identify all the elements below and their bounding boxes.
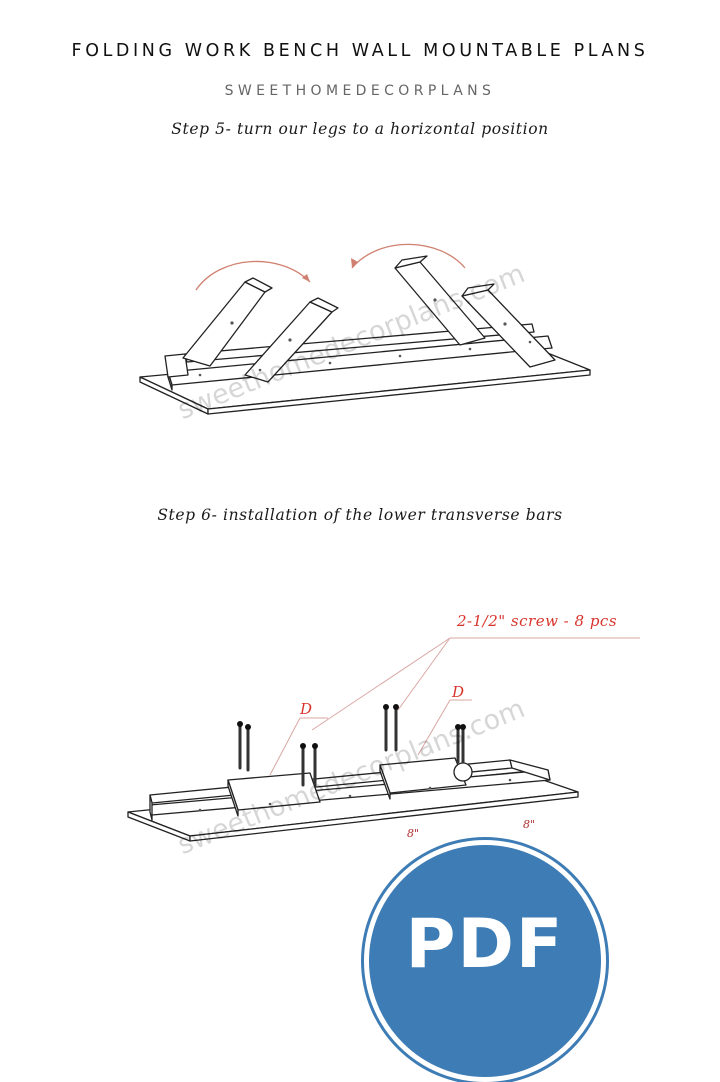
page-title: FOLDING WORK BENCH WALL MOUNTABLE PLANS — [71, 41, 649, 61]
rotate-arrow-left — [195, 260, 311, 291]
table-top-front-edge — [207, 369, 591, 415]
step-5-drawing — [139, 243, 591, 415]
pdf-badge-text: PDF — [405, 905, 565, 984]
pdf-badge[interactable]: PDF — [364, 840, 606, 1082]
step-6-caption: Step 6- installation of the lower transv… — [157, 506, 563, 524]
step-5-caption: Step 5- turn our legs to a horizontal po… — [171, 120, 549, 138]
step-6-drawing — [127, 637, 640, 842]
dimension-label-right: 8" — [523, 818, 536, 831]
brand-name: SWEETHOMEDECORPLANS — [224, 83, 496, 99]
dimension-label-left: 8" — [407, 827, 420, 840]
part-d-label-right: D — [452, 683, 465, 701]
screw-annotation: 2-1/2" screw - 8 pcs — [457, 612, 618, 630]
frame-right — [509, 759, 551, 781]
left-block — [164, 353, 189, 378]
rotate-arrow-right — [351, 243, 466, 269]
part-d-label-left: D — [300, 700, 313, 718]
frame-left — [149, 794, 153, 821]
